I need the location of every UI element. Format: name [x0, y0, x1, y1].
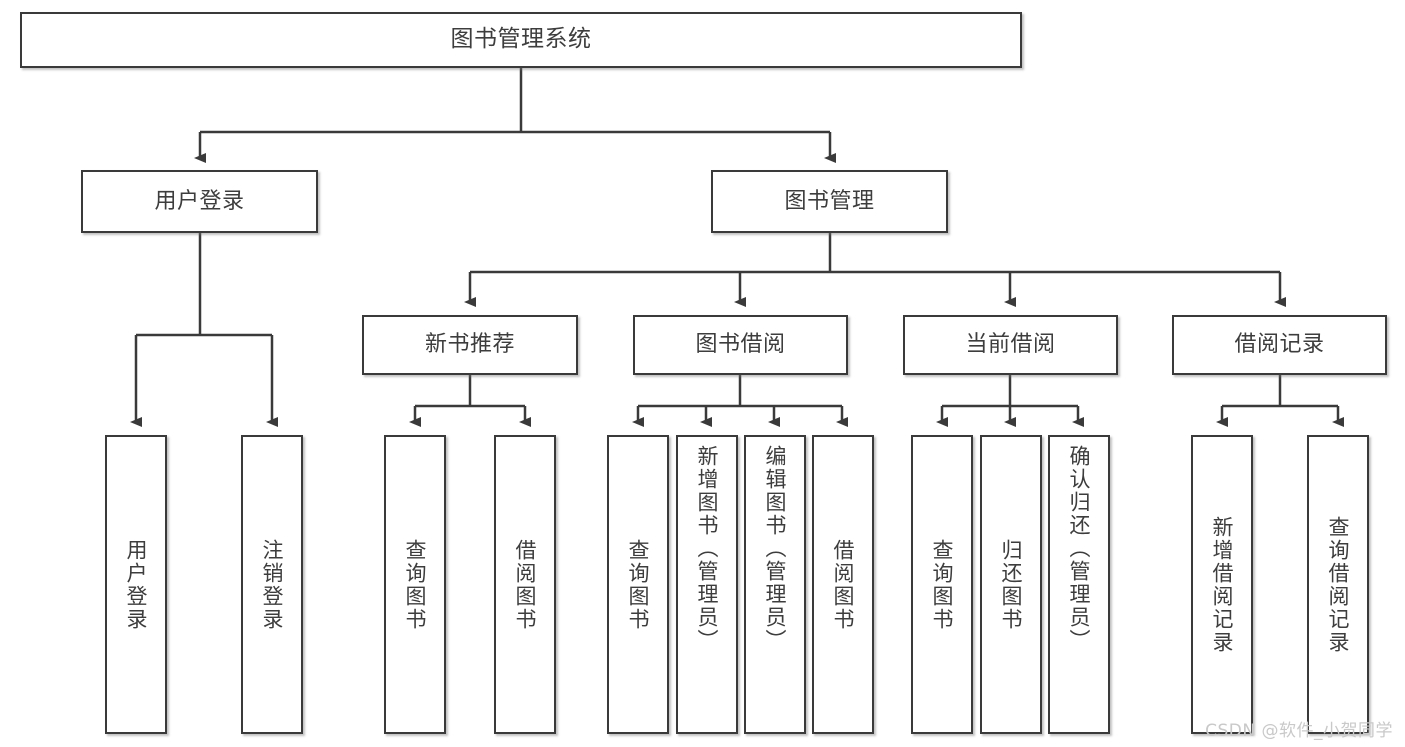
node-label: 查询借阅记录 [1326, 515, 1351, 654]
node-current-borrowing[interactable]: 当前借阅 [903, 315, 1118, 375]
node-label: 用户登录 [154, 188, 245, 214]
node-label: 新增借阅记录 [1210, 515, 1235, 654]
node-label: 归还图书 [999, 538, 1024, 631]
leaf-add-borrow-record[interactable]: 新增借阅记录 [1191, 435, 1253, 734]
node-label: 编辑图书（管理员） [763, 445, 788, 652]
node-label: 图书管理 [784, 188, 875, 214]
node-label: 查询图书 [626, 538, 651, 631]
leaf-confirm-return-admin[interactable]: 确认归还（管理员） [1048, 435, 1110, 734]
node-book-management[interactable]: 图书管理 [711, 170, 948, 233]
node-label: 当前借阅 [965, 332, 1056, 358]
node-label: 图书借阅 [695, 332, 786, 358]
leaf-return-book[interactable]: 归还图书 [980, 435, 1042, 734]
node-user-login[interactable]: 用户登录 [81, 170, 318, 233]
node-label: 借阅记录 [1234, 332, 1325, 358]
leaf-add-book-admin[interactable]: 新增图书（管理员） [676, 435, 738, 734]
node-label: 新增图书（管理员） [695, 445, 720, 652]
node-borrow-records[interactable]: 借阅记录 [1172, 315, 1387, 375]
node-label: 查询图书 [930, 538, 955, 631]
leaf-query-borrow-record[interactable]: 查询借阅记录 [1307, 435, 1369, 734]
node-label: 借阅图书 [831, 538, 856, 631]
node-label: 确认归还（管理员） [1067, 445, 1092, 652]
watermark-text: CSDN @软件_小贺同学 [1205, 721, 1393, 741]
leaf-user-login[interactable]: 用户登录 [105, 435, 167, 734]
node-label: 查询图书 [403, 538, 428, 631]
leaf-borrow-book-new[interactable]: 借阅图书 [494, 435, 556, 734]
leaf-query-book-current[interactable]: 查询图书 [911, 435, 973, 734]
node-root-system[interactable]: 图书管理系统 [20, 12, 1022, 68]
leaf-query-book-new[interactable]: 查询图书 [384, 435, 446, 734]
node-label: 新书推荐 [424, 332, 515, 358]
node-new-book-recommendation[interactable]: 新书推荐 [362, 315, 578, 375]
leaf-edit-book-admin[interactable]: 编辑图书（管理员） [744, 435, 806, 734]
leaf-query-book-borrow[interactable]: 查询图书 [607, 435, 669, 734]
leaf-borrow-book[interactable]: 借阅图书 [812, 435, 874, 734]
node-book-borrowing[interactable]: 图书借阅 [633, 315, 848, 375]
node-label: 注销登录 [260, 538, 285, 631]
node-label: 借阅图书 [513, 538, 538, 631]
node-label: 用户登录 [124, 538, 149, 631]
node-label: 图书管理系统 [450, 26, 592, 53]
leaf-logout[interactable]: 注销登录 [241, 435, 303, 734]
